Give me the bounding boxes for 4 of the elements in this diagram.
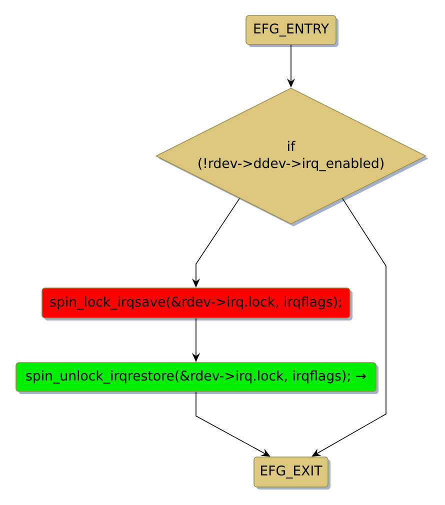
process-box: spin_unlock_irqrestore(&rdev->irq.lock, irqflags); →	[16, 362, 378, 394]
process-box: spin_lock_irqsave(&rdev->irq.lock, irqflags);	[42, 288, 352, 320]
terminal-box: EFG_EXIT	[254, 456, 330, 490]
terminal-box: EFG_ENTRY	[246, 15, 338, 47]
